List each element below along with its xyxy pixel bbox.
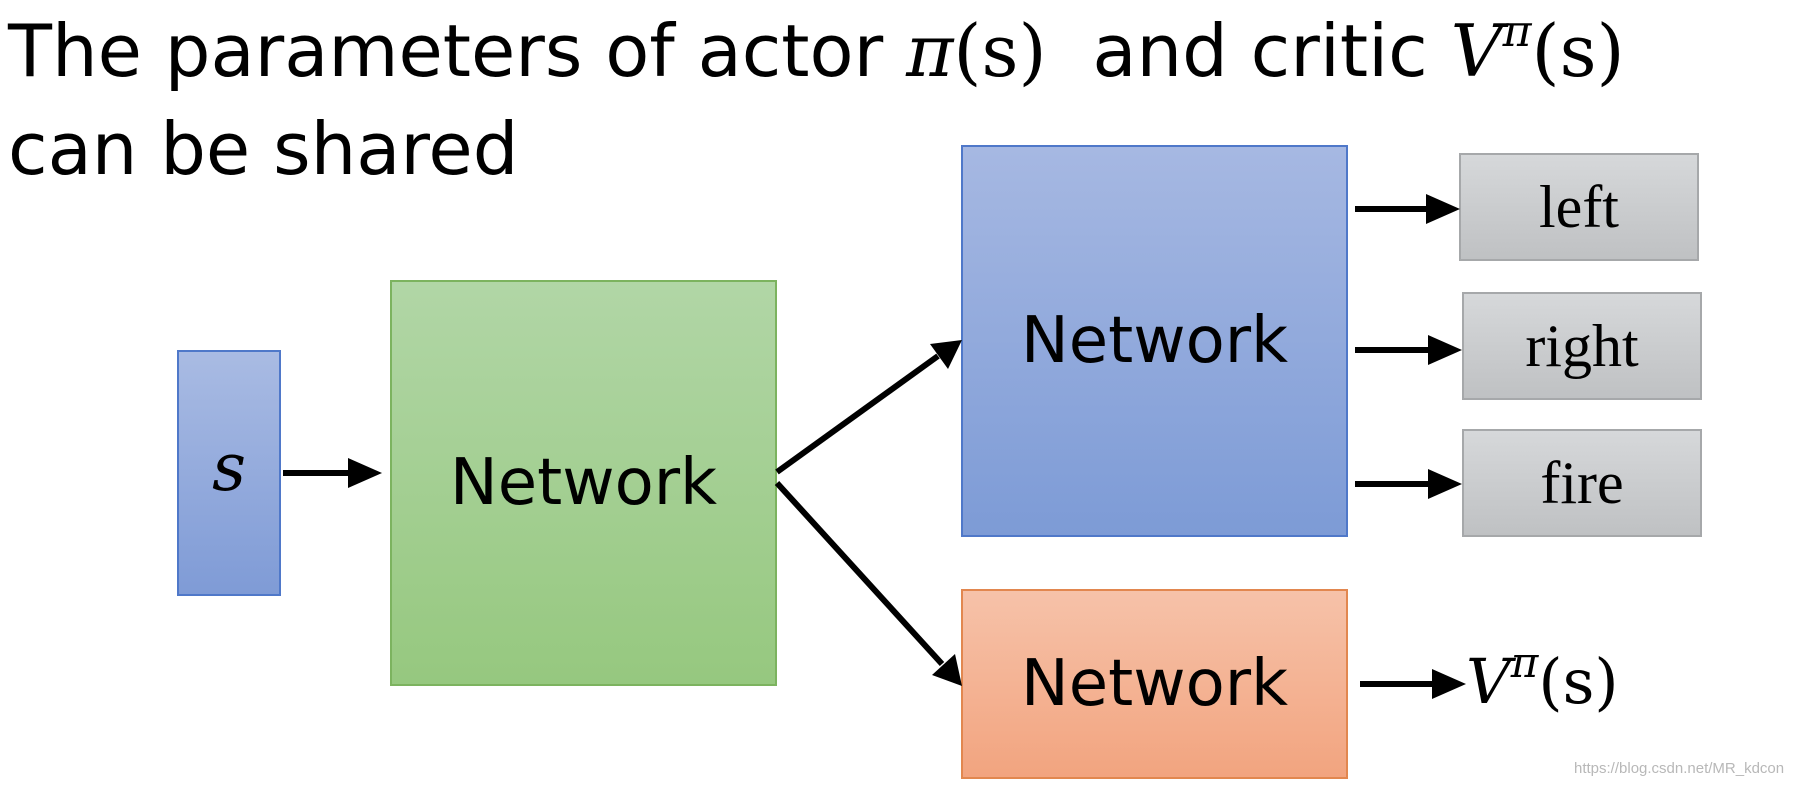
critic-value-symbol: Vπ(s) xyxy=(1450,6,1625,93)
action-right-box: right xyxy=(1462,292,1702,400)
action-fire-box: fire xyxy=(1462,429,1702,537)
actor-policy-symbol: π(s) xyxy=(906,9,1047,93)
action-left-label: left xyxy=(1539,173,1619,240)
action-left-box: left xyxy=(1459,153,1699,261)
slide-title: The parameters of actor π(s) and critic … xyxy=(8,2,1798,198)
action-fire-label: fire xyxy=(1540,449,1624,516)
actor-network-box: Network xyxy=(961,145,1348,537)
arrow-shared-to-actor xyxy=(775,353,940,475)
title-line-1: The parameters of actor π(s) and critic … xyxy=(8,6,1625,93)
arrow-shared-to-critic xyxy=(774,480,945,667)
arrowhead-critic-to-value xyxy=(1432,669,1466,699)
arrowhead-actor-to-right xyxy=(1428,335,1462,365)
shared-network-box: Network xyxy=(390,280,777,686)
arrowhead-shared-to-critic xyxy=(932,654,962,686)
critic-network-label: Network xyxy=(1020,647,1289,721)
actor-network-label: Network xyxy=(1020,304,1289,378)
state-input-label: s xyxy=(212,428,246,506)
title-line-2: can be shared xyxy=(8,107,519,191)
state-input-box: s xyxy=(177,350,281,596)
arrowhead-actor-to-fire xyxy=(1428,469,1462,499)
arrowhead-shared-to-actor xyxy=(930,340,962,369)
critic-output-value: Vπ(s) xyxy=(1466,638,1619,719)
arrowhead-input-to-shared xyxy=(348,458,382,488)
critic-network-box: Network xyxy=(961,589,1348,779)
arrowhead-actor-to-left xyxy=(1426,194,1460,224)
shared-network-label: Network xyxy=(449,446,718,520)
watermark: https://blog.csdn.net/MR_kdcon xyxy=(1574,760,1785,777)
action-right-label: right xyxy=(1525,312,1639,379)
